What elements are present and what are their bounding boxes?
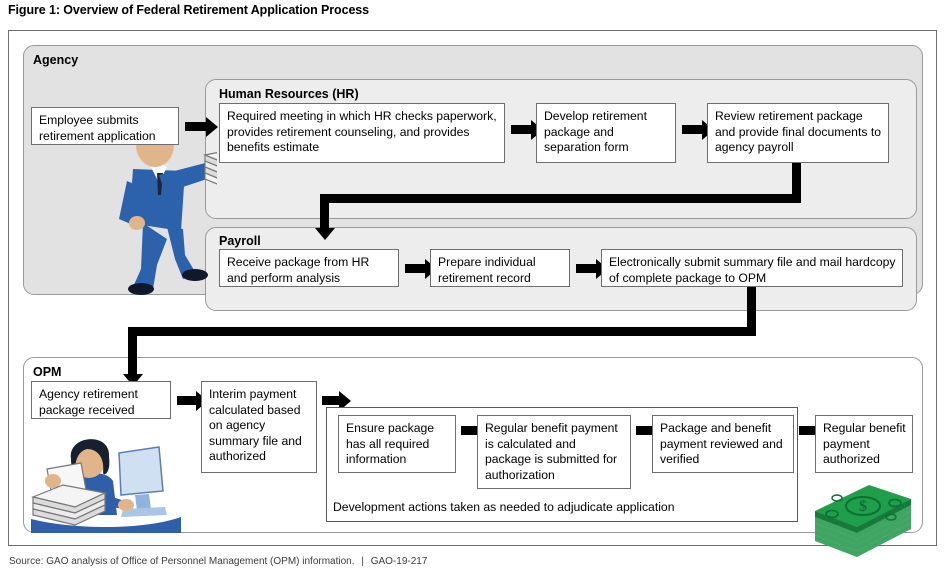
connector-hr-to-payroll-vertical: [792, 163, 801, 203]
process-box-payroll-receive-text: Receive package from HR and perform anal…: [227, 255, 370, 285]
cash-stack-illustration: $: [815, 485, 911, 557]
process-box-opm-authorized-text: Regular benefit payment authorized: [823, 421, 906, 466]
process-box-payroll-submit-text: Electronically submit summary file and m…: [609, 255, 896, 285]
process-box-opm-received-text: Agency retirement package received: [39, 387, 138, 417]
connector-payroll-to-opm-vertical: [747, 287, 756, 336]
process-box-payroll-prepare: Prepare individual retirement record: [430, 249, 570, 287]
figure-frame: Agency Human Resources (HR) Payroll OPM: [8, 30, 937, 557]
employee-with-paperwork-illustration: [119, 123, 217, 295]
process-box-opm-interim-text: Interim payment calculated based on agen…: [209, 387, 302, 463]
arrow-hr-develop-to-review: [682, 119, 714, 140]
agency-panel-label: Agency: [33, 53, 79, 67]
process-box-hr-meeting: Required meeting in which HR checks pape…: [219, 103, 505, 163]
process-box-opm-ensure: Ensure package has all required informat…: [338, 415, 456, 473]
process-box-employee-submits: Employee submits retirement application: [31, 107, 179, 145]
process-box-opm-reviewed: Package and benefit payment reviewed and…: [652, 415, 794, 473]
process-box-payroll-receive: Receive package from HR and perform anal…: [219, 249, 399, 287]
opm-clerk-at-desk-illustration: [31, 439, 181, 533]
process-box-hr-review: Review retirement package and provide fi…: [707, 103, 889, 163]
process-box-hr-develop-text: Develop retirement package and separatio…: [544, 109, 647, 154]
process-box-payroll-submit: Electronically submit summary file and m…: [601, 249, 903, 287]
arrow-into-opm-received: [122, 327, 143, 386]
payroll-panel-label: Payroll: [219, 234, 261, 248]
process-box-opm-ensure-text: Ensure package has all required informat…: [346, 421, 435, 466]
process-box-opm-reviewed-text: Package and benefit payment reviewed and…: [660, 421, 783, 466]
arrow-into-payroll-receive: [314, 194, 335, 240]
process-box-hr-develop: Develop retirement package and separatio…: [536, 103, 676, 163]
process-box-opm-authorized: Regular benefit payment authorized: [815, 415, 913, 473]
source-text: Source: GAO analysis of Office of Person…: [9, 556, 355, 567]
process-box-opm-received: Agency retirement package received: [31, 381, 171, 419]
source-separator: |: [361, 556, 364, 567]
arrow-opm-received-to-interim: [177, 390, 208, 411]
arrow-payroll-prepare-to-submit: [576, 258, 608, 279]
process-box-employee-submits-text: Employee submits retirement application: [39, 113, 156, 143]
arrow-payroll-receive-to-prepare: [405, 258, 437, 279]
process-box-opm-regular-calc-text: Regular benefit payment is calculated an…: [485, 421, 618, 482]
arrow-opm-interim-to-ensure: [322, 390, 351, 411]
process-box-opm-interim: Interim payment calculated based on agen…: [201, 381, 317, 473]
page-title: Figure 1: Overview of Federal Retirement…: [8, 3, 370, 17]
process-box-hr-meeting-text: Required meeting in which HR checks pape…: [227, 109, 497, 154]
arrow-hr-meeting-to-develop: [511, 119, 543, 140]
connector-payroll-to-opm-horizontal: [128, 327, 756, 336]
svg-text:$: $: [859, 498, 867, 515]
source-report-id: GAO-19-217: [370, 556, 428, 567]
development-actions-caption: Development actions taken as needed to a…: [333, 500, 675, 514]
arrow-employee-to-hr: [185, 116, 218, 137]
process-box-payroll-prepare-text: Prepare individual retirement record: [438, 255, 536, 285]
process-box-opm-regular-calc: Regular benefit payment is calculated an…: [477, 415, 631, 489]
human-resources-panel-label: Human Resources (HR): [219, 87, 359, 101]
opm-panel-label: OPM: [33, 365, 62, 379]
source-note: Source: GAO analysis of Office of Person…: [9, 556, 427, 567]
connector-hr-to-payroll-horizontal: [320, 194, 801, 203]
process-box-hr-review-text: Review retirement package and provide fi…: [715, 109, 881, 154]
